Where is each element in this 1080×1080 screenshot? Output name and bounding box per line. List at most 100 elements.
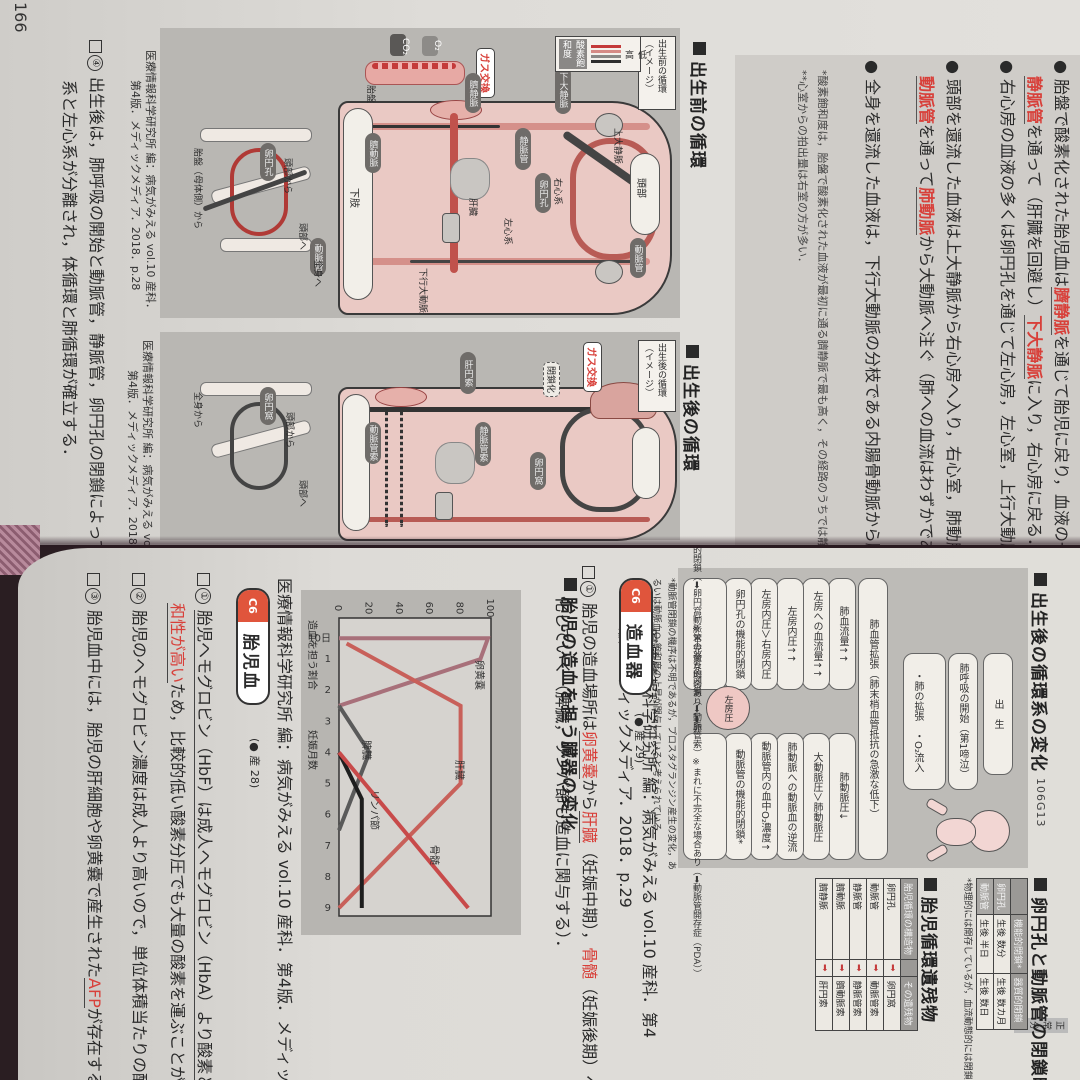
- villi-icon: [372, 63, 456, 69]
- liver-icon: [450, 158, 490, 200]
- gut-icon: [435, 492, 453, 520]
- citation-postnatal: 医療情報科学研究所 編：病気がみえる vol.10 産科． 第4版．メディックメ…: [126, 340, 154, 545]
- flow-upper-2: 左房内圧↑↑: [776, 578, 804, 690]
- lower-limb-capsule: [342, 394, 370, 531]
- section-square-icon: [1034, 878, 1047, 891]
- ductus-arteriosus-label: 動脈管: [630, 238, 646, 278]
- oxygen-saturation-legend: 酸素飽和度 高 低: [555, 36, 647, 72]
- left-heart-label: 左心系: [502, 218, 512, 246]
- bullet-2: ● 右心房の血液の多くは卵円孔を通じて左心房，左心室，上行大動脈へ入る．上行大動…: [998, 60, 1017, 545]
- gas-exchange-callout: ガス交換: [583, 342, 602, 392]
- head-capsule: [632, 427, 660, 499]
- series-line: [337, 751, 364, 908]
- ductus-arteriosus-schematic-label: 動脈管: [310, 238, 326, 276]
- item-number: ④: [87, 55, 104, 71]
- umbilicus: [375, 387, 427, 407]
- section-square-icon: [686, 345, 699, 358]
- ductus-venosus-label: 静脈管: [515, 128, 531, 170]
- prenatal-caption-box: 出生前の循環（イメージ）: [638, 36, 676, 110]
- postnatal-caption-box: 出生後の循環（イメージ）: [638, 340, 676, 412]
- book-icon: ●: [633, 717, 646, 727]
- tag-fetal-blood: C6 胎児血: [236, 588, 270, 705]
- svg-text:10日: 10日: [308, 633, 331, 644]
- item-4: ④出生後は，肺呼吸の開始と動脈管，静脈管，卵円孔の閉鎖によって右心 系と左心系が…: [56, 40, 110, 545]
- ref-fetal-blood: (● 産 28): [248, 738, 261, 789]
- ligamentum-venosum-label: 静脈管索: [475, 422, 491, 466]
- flow-birth: 出 生: [983, 653, 1013, 775]
- section-head-remnants: 胎児循環遺残物: [918, 878, 943, 1023]
- svg-text:卵黄嚢: 卵黄嚢: [473, 660, 486, 690]
- bullet-box: [735, 55, 1080, 545]
- svc-label: 上大静脈: [612, 128, 622, 165]
- section-head-postnatal: 出生後の循環: [680, 345, 705, 472]
- vessel-schematic: [200, 128, 312, 142]
- svg-text:骨髄: 骨髄: [428, 845, 441, 865]
- svg-text:40: 40: [393, 602, 404, 615]
- svg-text:1: 1: [325, 654, 331, 665]
- bullet-3: ● 頭部を還流した血液は上大静脈から右心房へ入り，右心室，肺動脈を経て下行大動脈…: [940, 60, 967, 545]
- series-line: [337, 751, 470, 910]
- to-head-label: 頭部へ: [297, 223, 307, 251]
- lung-icon: [595, 260, 623, 284]
- from-head-label: 頭部から: [282, 158, 292, 195]
- legend-arrows-icon: [591, 45, 621, 63]
- svg-text:5: 5: [325, 779, 331, 790]
- flow-upper-0: 肺血流量↑↑: [828, 578, 856, 690]
- svg-text:100: 100: [484, 598, 495, 617]
- flow-upper-3: 左房内圧＞右房内圧: [750, 578, 778, 690]
- flow-lower-5: 動脈管の器質的閉鎖（➡動脈管索）※まれに不完全な場合あり（➡動脈管開存症（PDA…: [683, 615, 727, 978]
- table-row: 卵円孔➡卵円窩: [883, 878, 901, 1031]
- flow-upper-1: 左房への血流量↑↑: [802, 578, 830, 690]
- svg-text:3: 3: [325, 716, 331, 727]
- section-head-chart: 胎児の造血を担う臓器の変化: [558, 578, 583, 831]
- prenatal-circulation-diagram: CO₂ O₂ 胎盤 ガス交換 頭部 下肢 卵円孔 静脈管 臍静脈 臍動脈 動脈管…: [160, 28, 680, 318]
- ligament-dotted: [385, 407, 388, 527]
- svg-text:4: 4: [325, 747, 331, 758]
- table-row: 臍動脈➡臍動脈索: [832, 878, 850, 1031]
- checkbox-icon[interactable]: [89, 40, 102, 53]
- bullet-list: ● 胎盤で酸素化された胎児血は臍静脈を通じて胎児に戻り，血液の一部は 静脈管を通…: [792, 60, 1075, 545]
- desc-aorta-dark: [410, 260, 640, 263]
- vessel-schematic: [200, 382, 312, 396]
- desc-aorta-label: 下行大動脈: [417, 268, 427, 314]
- flow-breathing: 肺呼吸の開始（第1啼泣）: [948, 653, 978, 790]
- section-square-icon: [1034, 573, 1047, 586]
- svg-text:肝臓: 肝臓: [453, 760, 465, 780]
- baby-illustration-icon: [924, 797, 1013, 863]
- svg-text:0: 0: [332, 605, 343, 611]
- svg-text:6: 6: [325, 810, 331, 821]
- section-head-closure: 卵円孔と動脈管の閉鎖時期: [1028, 878, 1053, 1080]
- co2-arrow-icon: [390, 34, 406, 56]
- svg-text:2: 2: [325, 685, 331, 696]
- liver-label: 肝臓: [467, 198, 477, 217]
- series-line: [337, 641, 463, 910]
- svg-text:80: 80: [454, 602, 465, 615]
- item-fetal-blood-3: ③胎児血中には，胎児の肝細胞や卵黄嚢で産生されたAFPが存在する．: [81, 573, 108, 1080]
- y-axis-label: 造血を担う割合: [306, 620, 317, 690]
- series-line: [337, 704, 372, 831]
- from-body-label: 全身から: [192, 392, 202, 429]
- heart-chamber: [230, 402, 288, 490]
- lung-icon: [595, 113, 623, 137]
- section-square-icon: [564, 578, 577, 591]
- table-row: 臍静脈➡肝円索: [815, 878, 833, 1031]
- head-label: 頭部: [635, 178, 646, 198]
- chart-series: [337, 636, 491, 910]
- heart-chamber: [230, 148, 288, 236]
- section-square-icon: [924, 878, 937, 891]
- citation-prenatal: 医療情報科学研究所 編：病気がみえる vol.10 産科． 第4版．メディックメ…: [129, 50, 157, 314]
- checkbox-icon[interactable]: [87, 573, 100, 586]
- closure-footnote: *物理的には開存しているが，血流動態的には閉鎖している状態．: [962, 878, 972, 1080]
- checkbox-icon[interactable]: [197, 573, 210, 586]
- remnants-table-wrap: 胎児循環の構造物その遺残物 卵円孔➡卵円窩 動脈管➡動脈管索 静脈管➡静脈管索 …: [815, 878, 918, 1031]
- checkbox-icon[interactable]: [582, 566, 595, 579]
- checkbox-icon[interactable]: [132, 573, 145, 586]
- bullet-4: ● 全身を還流した血液は，下行大動脈の分枝である内腸骨動脈から臍動脈を通り胎盤へ…: [863, 60, 882, 545]
- svg-text:60: 60: [423, 602, 434, 615]
- placenta-label: 胎盤: [365, 85, 375, 104]
- page-number: 166: [11, 2, 30, 33]
- o2-arrow-icon: [422, 36, 438, 56]
- round-ligament-label: 肝円索: [460, 352, 476, 394]
